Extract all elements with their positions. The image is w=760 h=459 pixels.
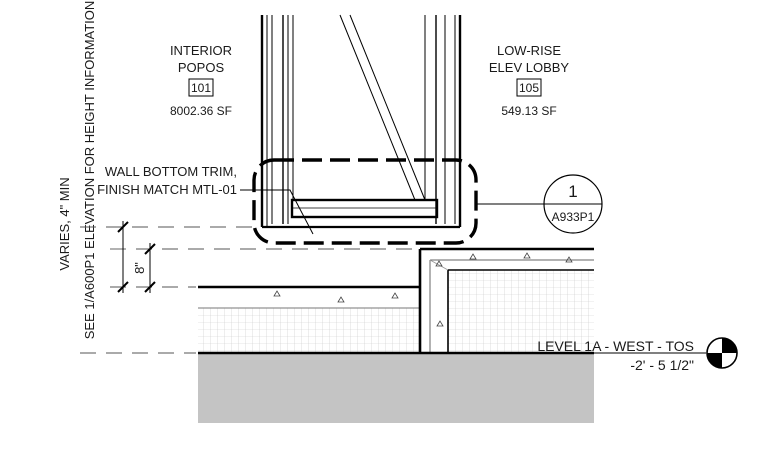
- trim-note-line2: FINISH MATCH MTL-01: [97, 182, 237, 197]
- vertical-note-line1: VARIES, 4" MIN: [57, 177, 72, 270]
- curb-top-finish: [429, 259, 449, 271]
- trim-note-line1: WALL BOTTOM TRIM,: [105, 164, 237, 179]
- room-105-number: 105: [519, 81, 539, 95]
- level-elevation: -2' - 5 1/2": [630, 357, 694, 373]
- detail-boundary: [252, 158, 478, 245]
- detail-callout-sheet[interactable]: A933P1: [552, 210, 595, 224]
- room-101-number: 101: [191, 81, 211, 95]
- room-101-area: 8002.36 SF: [170, 104, 232, 118]
- dimension-8in-label: 8": [132, 262, 147, 274]
- detail-callout-number: 1: [568, 182, 577, 201]
- slab-concrete: [198, 287, 420, 308]
- slab-grid-hatch: [198, 308, 420, 353]
- room-101-number-box: [188, 78, 214, 97]
- varies-dimension-ticks: [117, 221, 129, 293]
- raised-slab-grid-hatch: [448, 270, 594, 353]
- room-105-area: 549.13 SF: [501, 104, 556, 118]
- room-105-name-line2: ELEV LOBBY: [489, 60, 570, 75]
- room-105-number-box: [516, 78, 542, 97]
- room-101-name-line2: POPOS: [178, 60, 225, 75]
- dimension-8in-ticks: [144, 243, 156, 293]
- room-105-name-line1: LOW-RISE: [497, 43, 561, 58]
- wall-assembly: [260, 14, 462, 229]
- trim-note-leader: [240, 189, 314, 235]
- vertical-note-line2: SEE 1/A600P1 ELEVATION FOR HEIGHT INFORM…: [82, 1, 97, 340]
- soil-fill: [198, 353, 594, 423]
- aggregate-symbols: [273, 252, 573, 327]
- wall-bottom-trim: [290, 198, 439, 219]
- level-target-icon[interactable]: [706, 337, 738, 369]
- level-name: LEVEL 1A - WEST - TOS: [537, 338, 694, 354]
- room-101-name-line1: INTERIOR: [170, 43, 232, 58]
